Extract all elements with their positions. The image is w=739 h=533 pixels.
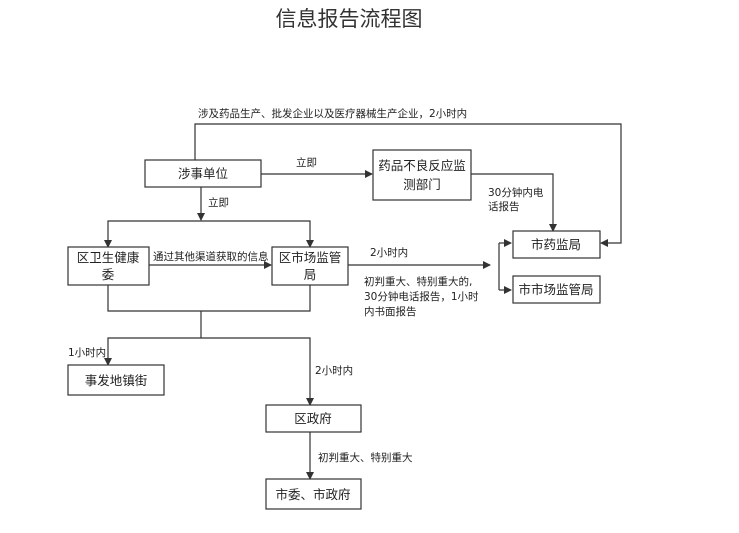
node-city-market: 市市场监管局	[518, 282, 593, 297]
label-serious-line3: 内书面报告	[364, 305, 417, 318]
edge-health-down	[107, 285, 311, 312]
node-health-comm-box	[67, 246, 150, 286]
page-title: 信息报告流程图	[276, 7, 423, 31]
edge-split-health	[104, 220, 201, 248]
node-city-drug-box	[512, 230, 601, 259]
label-top-route: 涉及药品生产、批发企业以及医疗器械生产企业，2小时内	[198, 107, 467, 120]
node-health-comm-line1: 区卫生健康	[77, 250, 140, 265]
node-city-committee-box	[265, 478, 362, 510]
node-involved-unit-box	[144, 159, 262, 188]
node-adr-dept-line2: 测部门	[403, 177, 441, 192]
node-town-street-box	[67, 364, 165, 396]
label-other-channels: 通过其他渠道获取的信息	[153, 250, 269, 263]
node-market-bureau-line2: 局	[304, 267, 317, 282]
node-adr-dept-box	[372, 149, 472, 201]
node-city-committee: 市委、市政府	[275, 487, 350, 502]
node-district-gov-box	[265, 404, 362, 433]
edge-split-market	[201, 220, 314, 248]
edge-to-town	[104, 337, 201, 366]
node-involved-unit: 涉事单位	[178, 166, 228, 181]
node-district-gov: 区政府	[294, 411, 332, 426]
label-immediate-right: 立即	[296, 156, 317, 169]
node-health-comm-line2: 委	[102, 267, 115, 282]
node-town-street: 事发地镇街	[85, 373, 148, 388]
edge-adr-to-city-drug	[471, 173, 557, 232]
node-adr-dept-line1: 药品不良反应监	[378, 158, 466, 173]
node-market-bureau-line1: 区市场监管	[279, 250, 342, 265]
edge-to-district-gov	[201, 337, 314, 406]
label-within-2h-market: 2小时内	[370, 246, 408, 259]
label-serious-line1: 初判重大、特别重大的,	[364, 275, 472, 288]
label-within-2h-gov: 2小时内	[315, 364, 353, 377]
node-market-bureau-box	[271, 246, 349, 286]
node-city-drug: 市药监局	[531, 237, 581, 252]
edge-unit-to-city-drug-top	[194, 123, 622, 247]
label-phone-30-line2: 话报告	[488, 200, 520, 213]
label-immediate-down: 立即	[208, 196, 229, 209]
label-serious-line2: 30分钟电话报告，1小时	[364, 290, 479, 303]
label-phone-30-line1: 30分钟内电	[488, 186, 544, 199]
node-city-market-box	[512, 275, 601, 304]
label-within-1h: 1小时内	[68, 346, 106, 359]
label-serious-gov: 初判重大、特别重大	[318, 451, 413, 464]
